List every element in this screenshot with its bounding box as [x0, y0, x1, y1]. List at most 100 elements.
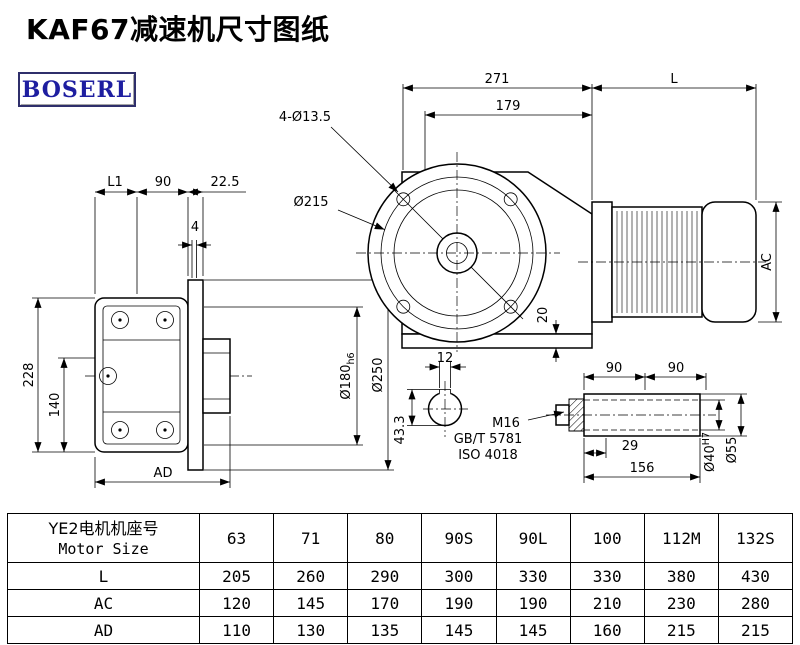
dim-180: Ø180h6	[339, 352, 357, 399]
dim-22-5: 22.5	[211, 175, 240, 190]
label-M16: M16	[492, 416, 520, 431]
dim-43-3: 43.3	[393, 389, 445, 445]
dim-29: 29	[622, 439, 639, 454]
table-header-cell: 132S	[717, 513, 794, 563]
shaft-section-view: 12 43.3	[393, 351, 468, 444]
table-cell: 380	[643, 562, 719, 590]
table-cell: 290	[347, 562, 423, 590]
row-label: AD	[7, 616, 200, 644]
bolt-hole	[503, 299, 518, 314]
dim-AD: AD	[94, 416, 231, 488]
table-header-cell: 71	[273, 513, 349, 563]
table-cell: 215	[717, 616, 794, 644]
table-cell: 120	[198, 589, 275, 617]
dim-228: 228	[22, 363, 37, 388]
table-header-cell: 112M	[643, 513, 719, 563]
dim-bore-od: Ø40H7 Ø55	[700, 393, 747, 472]
dim-12: 12	[425, 351, 466, 388]
dim-156: 156	[630, 461, 655, 476]
dim-L1: L1	[107, 175, 123, 190]
table-cell: 205	[198, 562, 275, 590]
dim-55: Ø55	[725, 437, 740, 464]
motor-view: AC	[578, 201, 782, 323]
dim-4xO13-5: 4-Ø13.5	[279, 110, 331, 125]
table-header-row: YE2电机机座号 Motor Size 63 71 80 90S 90L 100…	[7, 513, 794, 563]
table-cell: 260	[273, 562, 349, 590]
output-flange-plate	[187, 279, 204, 471]
brand-logo-text: BOSERL	[21, 76, 133, 103]
row-label: AC	[7, 589, 200, 617]
front-view: Ø215 4-Ø13.5 271 L 179 20	[279, 72, 757, 362]
dim-4-label: 4	[191, 220, 199, 235]
dim-90b: 90	[668, 361, 685, 376]
dim-215: Ø215	[293, 195, 328, 210]
dim-29-156: 29 156	[583, 438, 701, 483]
dim-4: 4	[178, 220, 211, 278]
dim-40H7: Ø40H7	[701, 432, 718, 472]
table-cell: 110	[198, 616, 275, 644]
motor-size-table: YE2电机机座号 Motor Size 63 71 80 90S 90L 100…	[7, 513, 794, 644]
dim-AD-label: AD	[154, 466, 173, 481]
dim-140: 140	[48, 393, 63, 418]
dim-L1-90-22_5: L1 90 22.5	[94, 175, 246, 294]
shaft-detail-view: 90 90 29 156 Ø40H7 Ø55 M16 GB/T 5781 I	[454, 361, 747, 483]
table-header-cell: 100	[569, 513, 645, 563]
label-GBT-5781: GB/T 5781	[454, 432, 523, 447]
table-row-AC: AC 120 145 170 190 190 210 230 280	[7, 589, 794, 617]
table-cell: 145	[495, 616, 571, 644]
header-cn: YE2电机机座号	[48, 519, 159, 539]
table-cell: 170	[347, 589, 423, 617]
page-title: KAF67减速机尺寸图纸	[26, 13, 330, 46]
table-cell: 190	[421, 589, 497, 617]
dim-271: 271	[485, 72, 510, 87]
side-view: L1 90 22.5 4 228 140 AD	[22, 175, 394, 488]
top-dimensions: 271 L 179	[402, 72, 757, 200]
table-header-cell: 90S	[421, 513, 497, 563]
dim-AC: AC	[758, 201, 782, 323]
dim-90: 90	[155, 175, 172, 190]
bolt-hole	[396, 299, 411, 314]
dim-AC-label: AC	[760, 253, 775, 271]
hollow-shaft-hub	[202, 338, 231, 414]
bolt-bosses	[99, 311, 174, 439]
dim-20-label: 20	[536, 307, 551, 324]
table-cell: 300	[421, 562, 497, 590]
table-header-motor-size: YE2电机机座号 Motor Size	[7, 513, 200, 563]
table-cell: 145	[421, 616, 497, 644]
table-cell: 280	[717, 589, 794, 617]
table-cell: 145	[273, 589, 349, 617]
table-cell: 430	[717, 562, 794, 590]
bolt-hole	[396, 192, 411, 207]
table-row-AD: AD 110 130 135 145 145 160 215 215	[7, 616, 794, 644]
dim-90-90: 90 90	[583, 361, 707, 390]
table-cell: 135	[347, 616, 423, 644]
dim-12-label: 12	[437, 351, 454, 366]
dim-L: L	[670, 72, 678, 87]
dim-43-3-label: 43.3	[393, 416, 408, 445]
dim-228-140: 228 140	[22, 297, 95, 453]
leader-mounting-holes: 4-Ø13.5	[279, 110, 399, 193]
dim-250: Ø250	[371, 357, 386, 392]
table-cell: 215	[643, 616, 719, 644]
leader-bolt-circle: Ø215	[293, 195, 385, 230]
table-cell: 330	[495, 562, 571, 590]
dim-179: 179	[496, 99, 521, 114]
header-en: Motor Size	[58, 539, 149, 558]
table-header-cell: 90L	[495, 513, 571, 563]
table-row-L: L 205 260 290 300 330 330 380 430	[7, 562, 794, 590]
dim-flange-diameters: Ø180h6 Ø250	[204, 279, 394, 471]
bolt-standard-labels: M16 GB/T 5781 ISO 4018	[454, 410, 565, 463]
table-cell: 230	[643, 589, 719, 617]
table-cell: 190	[495, 589, 571, 617]
table-header-cell: 63	[198, 513, 275, 563]
table-cell: 330	[569, 562, 645, 590]
table-cell: 130	[273, 616, 349, 644]
row-label: L	[7, 562, 200, 590]
table-cell: 160	[569, 616, 645, 644]
technical-drawing: L1 90 22.5 4 228 140 AD	[22, 72, 782, 488]
dim-90a: 90	[606, 361, 623, 376]
brand-logo: BOSERL	[18, 72, 136, 107]
bolt-hole	[503, 192, 518, 207]
table-cell: 210	[569, 589, 645, 617]
label-ISO-4018: ISO 4018	[458, 448, 518, 463]
